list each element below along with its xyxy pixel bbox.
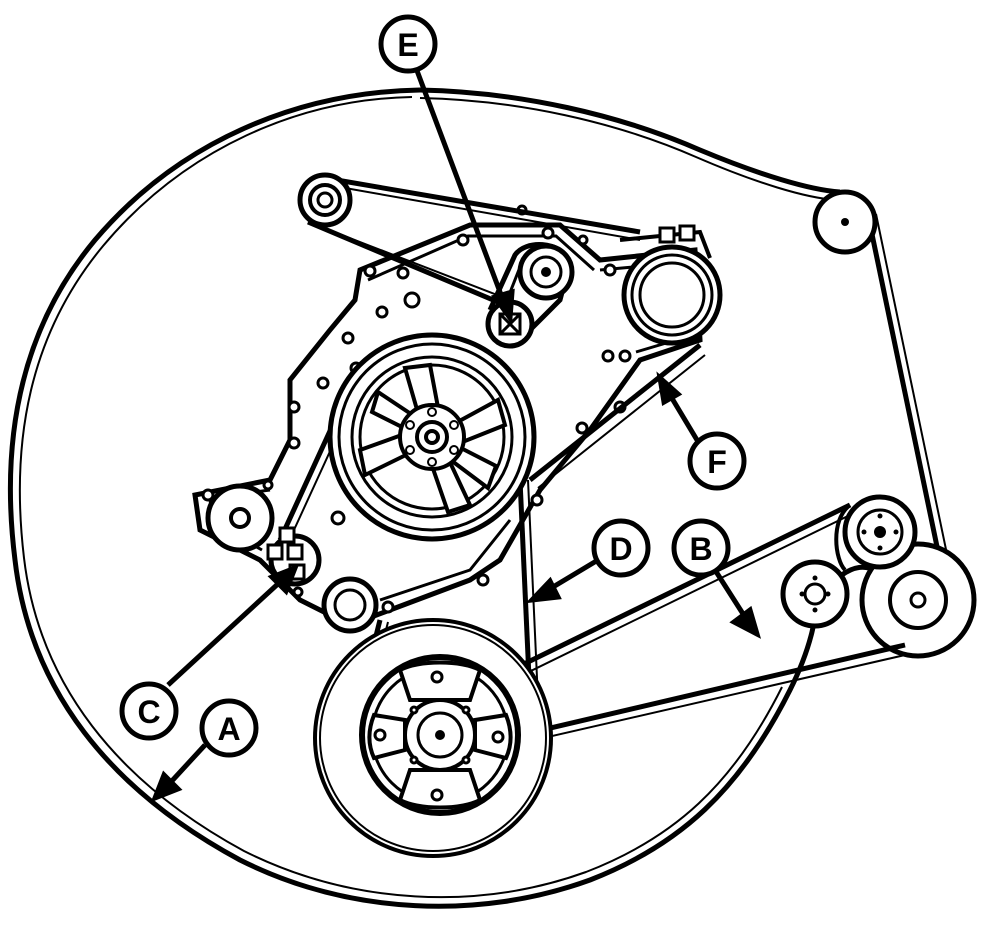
callout-leaders	[150, 67, 762, 803]
idler-pulley-lower-right	[859, 541, 977, 659]
callout-b: B	[671, 518, 731, 578]
pulley-e-upper	[517, 243, 575, 301]
callout-a: A	[199, 698, 259, 758]
pulley-left	[205, 483, 275, 553]
callout-d-label: D	[609, 531, 632, 567]
bottom-main-pulley	[313, 618, 553, 858]
callout-f: F	[687, 431, 747, 491]
callout-e: E	[378, 14, 438, 74]
center-fan-pulley	[327, 332, 537, 542]
idler-pulley-top-right	[812, 189, 878, 255]
callout-f-label: F	[707, 444, 727, 480]
belt-a	[7, 87, 954, 909]
callout-a-label: A	[217, 711, 240, 747]
idler-pulley-b-upper	[842, 494, 918, 570]
belt-upper-short	[307, 175, 641, 308]
pulley-small-left-lower	[321, 576, 379, 634]
pulley-top-left	[297, 172, 353, 228]
plate-bolts	[201, 204, 632, 614]
callout-d: D	[591, 518, 651, 578]
callout-e-label: E	[397, 27, 418, 63]
idler-pulley-b-lower	[780, 559, 850, 629]
callout-b-label: B	[689, 531, 712, 567]
callout-c: C	[119, 681, 179, 741]
callout-c-label: C	[137, 694, 160, 730]
pulley-f	[619, 224, 723, 346]
